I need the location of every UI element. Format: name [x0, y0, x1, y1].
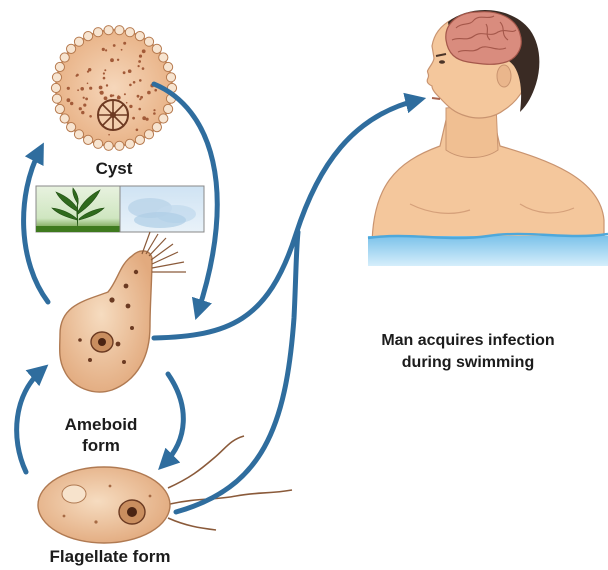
flagellate-form-label: Flagellate form: [20, 546, 200, 567]
caption-line2: during swimming: [348, 352, 588, 374]
brain-icon: [446, 12, 521, 65]
arrow-ameboid-to-flagellate: [164, 374, 183, 464]
caption-line1: Man acquires infection: [348, 330, 588, 352]
arrow-flagellate-to-ameboid: [17, 370, 42, 472]
ameboid-form-label: Ameboid form: [46, 414, 156, 456]
water-surface: [368, 234, 608, 266]
ameboid-label-line2: form: [46, 435, 156, 456]
infection-caption: Man acquires infection during swimming: [348, 330, 588, 374]
ameboid-label-line1: Ameboid: [46, 414, 156, 435]
water-icon: [120, 186, 204, 232]
cyst-label: Cyst: [84, 158, 144, 179]
ameboid-form-icon: [60, 232, 186, 392]
plant-soil-icon: [36, 186, 120, 232]
